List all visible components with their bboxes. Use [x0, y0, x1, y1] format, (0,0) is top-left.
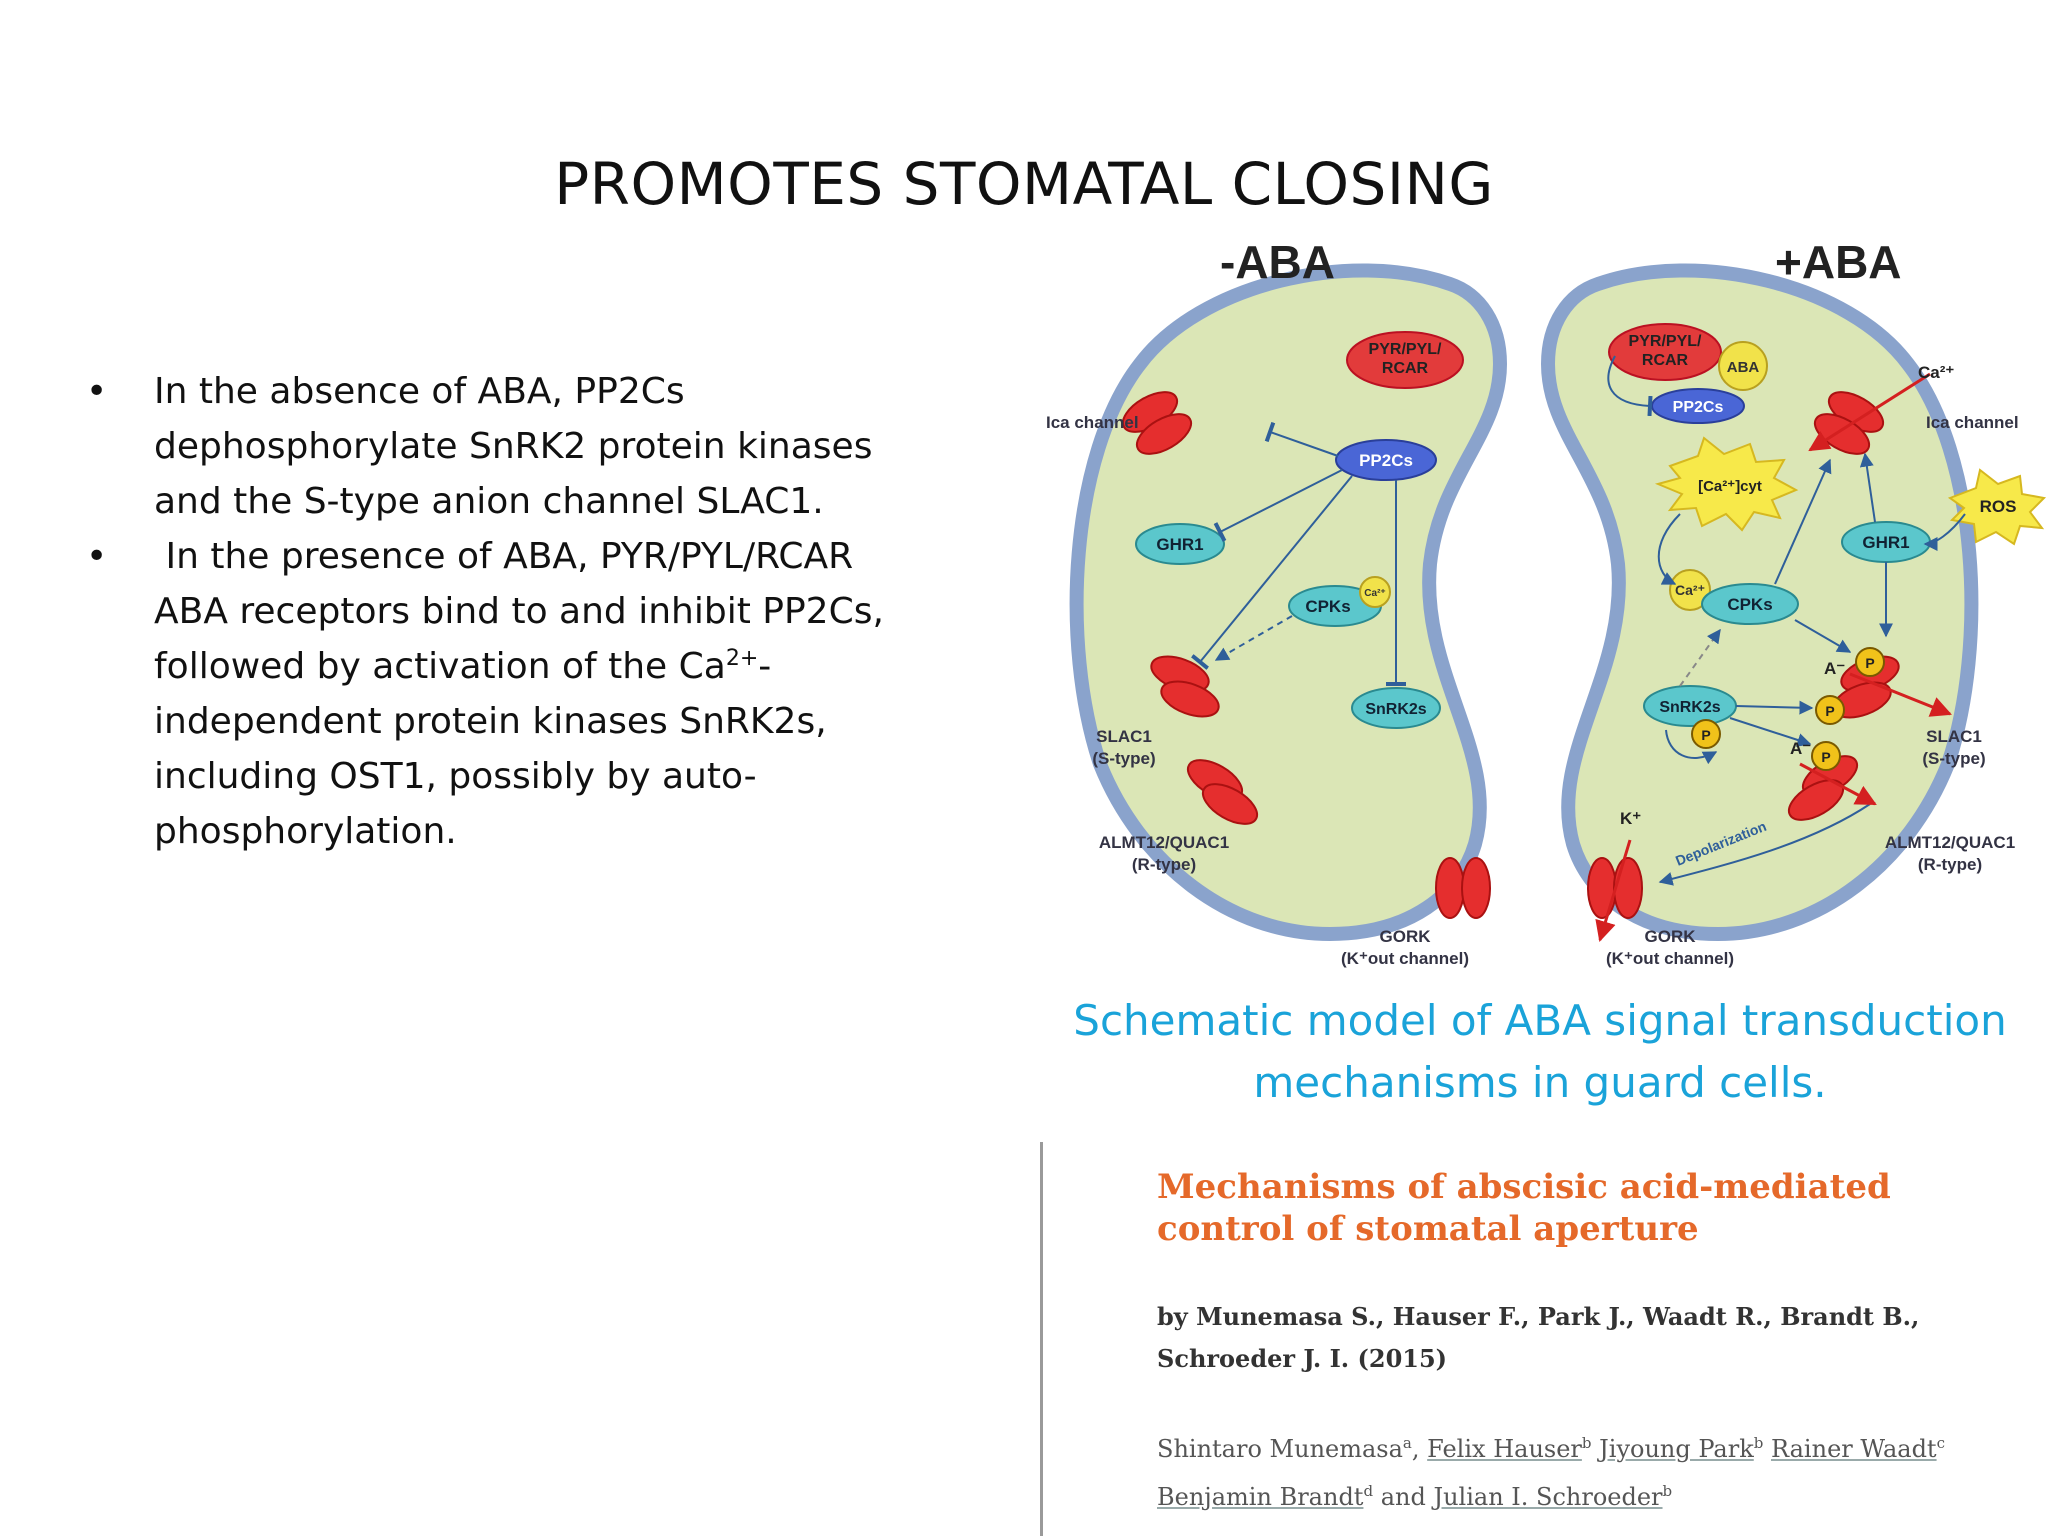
- author-name[interactable]: Rainer Waadt: [1771, 1435, 1937, 1463]
- svg-text:ROS: ROS: [1980, 497, 2017, 516]
- svg-text:(S-type): (S-type): [1092, 749, 1155, 768]
- svg-text:PP2Cs: PP2Cs: [1359, 451, 1413, 470]
- svg-text:SnRK2s: SnRK2s: [1365, 701, 1426, 718]
- slac1-channel-left: [1150, 655, 1220, 718]
- ica-channel-left: [1121, 391, 1193, 455]
- svg-text:(R-type): (R-type): [1918, 855, 1982, 874]
- svg-text:PYR/PYL/: PYR/PYL/: [1629, 333, 1702, 350]
- author-affiliation: a: [1402, 1434, 1412, 1452]
- svg-text:(K⁺out channel): (K⁺out channel): [1606, 949, 1734, 968]
- minus-aba-header: -ABA: [1220, 244, 1335, 288]
- svg-text:A⁻: A⁻: [1824, 659, 1845, 678]
- svg-text:CPKs: CPKs: [1305, 597, 1350, 616]
- svg-text:GORK: GORK: [1380, 927, 1432, 946]
- svg-text:P: P: [1825, 703, 1834, 719]
- bullet-item: • In the presence of ABA, PYR/PYL/RCAR A…: [86, 529, 926, 859]
- svg-text:[Ca²⁺]cyt: [Ca²⁺]cyt: [1698, 478, 1762, 495]
- svg-text:SLAC1: SLAC1: [1096, 727, 1152, 746]
- svg-text:RCAR: RCAR: [1382, 360, 1429, 377]
- author-affiliation: b: [1581, 1434, 1592, 1452]
- svg-text:SLAC1: SLAC1: [1926, 727, 1982, 746]
- author-affiliation: b: [1662, 1482, 1673, 1500]
- svg-text:ALMT12/QUAC1: ALMT12/QUAC1: [1885, 833, 2015, 852]
- svg-text:GHR1: GHR1: [1156, 535, 1203, 554]
- aba-ligand: [1718, 341, 1768, 391]
- bullet-marker: •: [86, 536, 108, 577]
- svg-text:ABA: ABA: [1727, 359, 1760, 376]
- svg-text:Ca²⁺: Ca²⁺: [1918, 363, 1954, 382]
- author-name[interactable]: Felix Hauser: [1427, 1435, 1582, 1463]
- superscript: 2+: [725, 646, 759, 671]
- svg-text:P: P: [1701, 727, 1710, 743]
- slide-title: PROMOTES STOMATAL CLOSING: [554, 150, 1494, 218]
- svg-text:GHR1: GHR1: [1862, 533, 1909, 552]
- author-affiliation: d: [1363, 1482, 1374, 1500]
- almt-channel-left: [1186, 759, 1259, 825]
- paper-title: Mechanisms of abscisic acid-mediated con…: [1157, 1167, 1891, 1249]
- pyr-receptor-bound: [1608, 323, 1722, 381]
- paper-authors: Shintaro Munemasaa, Felix Hauserb Jiyoun…: [1157, 1434, 1945, 1511]
- svg-text:PYR/PYL/: PYR/PYL/: [1369, 341, 1442, 358]
- bullet-marker: •: [86, 371, 108, 412]
- bullet-text: In the absence of ABA, PP2Cs dephosphory…: [154, 371, 873, 522]
- author-name[interactable]: Jiyoung Park: [1599, 1435, 1754, 1463]
- svg-text:Ca²⁺: Ca²⁺: [1675, 582, 1705, 598]
- svg-text:PP2Cs: PP2Cs: [1673, 399, 1724, 416]
- svg-text:CPKs: CPKs: [1727, 595, 1772, 614]
- paper-excerpt: Mechanisms of abscisic acid-mediated con…: [1040, 1142, 2048, 1536]
- svg-text:Ica channel: Ica channel: [1926, 413, 2019, 432]
- svg-text:K⁺: K⁺: [1620, 809, 1641, 828]
- svg-text:RCAR: RCAR: [1642, 352, 1689, 369]
- bullet-item: • In the absence of ABA, PP2Cs dephospho…: [86, 364, 926, 529]
- svg-text:P: P: [1821, 749, 1830, 765]
- gork-channel-left: [1435, 857, 1491, 919]
- svg-text:ALMT12/QUAC1: ALMT12/QUAC1: [1099, 833, 1229, 852]
- cpks-node-right: [1701, 583, 1799, 625]
- author-affiliation: c: [1936, 1434, 1945, 1452]
- author-affiliation: b: [1753, 1434, 1764, 1452]
- snrk2s-node: [1351, 687, 1441, 729]
- svg-text:(S-type): (S-type): [1922, 749, 1985, 768]
- bullet-text-cont: -independent protein kinases SnRK2s, inc…: [154, 646, 827, 852]
- author-name: Shintaro Munemasa: [1157, 1435, 1403, 1463]
- bullet-text: In the presence of ABA, PYR/PYL/RCAR ABA…: [154, 536, 896, 687]
- paper-byline: by Munemasa S., Hauser F., Park J., Waad…: [1157, 1302, 1920, 1373]
- pp2cs-node: [1335, 439, 1437, 481]
- pyr-receptor: [1346, 331, 1464, 389]
- svg-text:SnRK2s: SnRK2s: [1659, 699, 1720, 716]
- svg-text:A⁻: A⁻: [1790, 739, 1811, 758]
- svg-text:Ca²⁺: Ca²⁺: [1364, 588, 1385, 599]
- ca-cyt-burst: [1654, 436, 1799, 532]
- plus-aba-header: +ABA: [1775, 244, 1902, 288]
- author-name[interactable]: Benjamin Brandt: [1157, 1483, 1364, 1511]
- svg-text:GORK: GORK: [1645, 927, 1697, 946]
- svg-text:(R-type): (R-type): [1132, 855, 1196, 874]
- svg-text:(K⁺out channel): (K⁺out channel): [1341, 949, 1469, 968]
- bullet-list: • In the absence of ABA, PP2Cs dephospho…: [86, 364, 926, 859]
- guard-cell-diagram: -ABA +ABA PYR/PYL/ RCAR PP2Cs GHR1 CPKs …: [1046, 244, 2047, 968]
- diagram-caption: Schematic model of ABA signal transducti…: [1073, 996, 2007, 1107]
- ghr1-node: [1135, 523, 1225, 565]
- svg-text:Ica channel: Ica channel: [1046, 413, 1139, 432]
- author-name[interactable]: Julian I. Schroeder: [1433, 1483, 1663, 1511]
- svg-text:P: P: [1865, 655, 1874, 671]
- ros-burst: [1947, 468, 2047, 546]
